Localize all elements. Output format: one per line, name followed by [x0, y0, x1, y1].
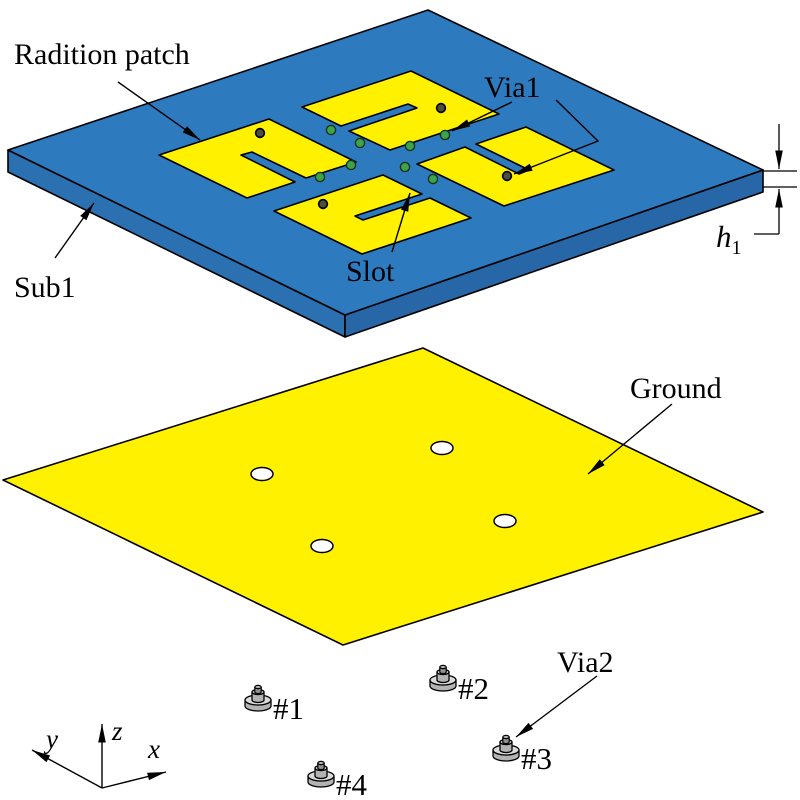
ground-hole: [250, 466, 274, 482]
radiation-patch-top: [301, 70, 500, 151]
ground-hole: [430, 440, 454, 456]
ground-holes: [250, 440, 517, 554]
pin-knob-top: [502, 734, 510, 740]
arrow-via1: [451, 101, 513, 132]
via2-pin: [429, 664, 457, 692]
via1-dot: [439, 129, 451, 141]
via1-dot: [354, 137, 366, 149]
via2-pin: [492, 734, 520, 762]
label-ground: Ground: [630, 372, 722, 405]
patch-feed-via-dot: [254, 127, 266, 139]
ground-hole: [310, 538, 334, 554]
label-axis-x: x: [147, 734, 160, 764]
pin-knob-top: [317, 760, 325, 766]
label-sub1: Sub1: [14, 271, 76, 304]
center-vias: [314, 124, 451, 185]
patch-feed-via-dot: [435, 102, 447, 114]
via1-dot: [314, 171, 326, 183]
via2-pin: [244, 684, 272, 712]
label-slot: Slot: [346, 255, 395, 288]
patch-vias: [254, 102, 513, 210]
arrow-via1-feed: [513, 99, 600, 175]
arrow-ground: [587, 403, 673, 475]
via1-dot: [399, 161, 411, 173]
label-via1: Via1: [484, 71, 541, 104]
sub1-top-face: [7, 9, 764, 316]
pin-number-label: #1: [273, 691, 304, 726]
dimension-h1: h1: [716, 124, 797, 259]
label-radiation-patch: Radition patch: [14, 38, 190, 71]
via2-pins: #1 #2 #3 #4: [244, 664, 552, 800]
arrow-sub1: [54, 202, 95, 259]
label-via2: Via2: [557, 646, 614, 679]
via1-dot: [404, 140, 416, 152]
pin-number-label: #3: [521, 741, 552, 776]
via1-dot: [345, 159, 357, 171]
ground-sheet: [2, 347, 764, 646]
pin-knob-top: [439, 664, 447, 670]
radiation-patch-bottom: [273, 174, 472, 255]
axis-x-line: [101, 771, 167, 789]
radiation-patch-left: [158, 118, 357, 199]
pin-number-label: #4: [336, 767, 368, 800]
ground-hole: [493, 513, 517, 529]
substrate-sub1: [7, 9, 764, 338]
patch-feed-via-dot: [501, 170, 513, 182]
via1-dot: [325, 124, 337, 136]
pin-number-label: #2: [458, 671, 489, 706]
patch-feed-via-dot: [317, 198, 329, 210]
ground-plane: [2, 347, 764, 646]
label-h1: h1: [716, 219, 742, 259]
axis-y-line: [31, 749, 103, 789]
radiation-patch-right: [416, 126, 615, 207]
arrow-via2: [515, 675, 598, 738]
coordinate-axes: z y x: [31, 716, 167, 789]
arrow-slot: [391, 192, 411, 253]
label-axis-z: z: [111, 716, 123, 746]
via2-pin: [307, 760, 335, 788]
pin-knob-top: [254, 684, 262, 690]
via1-dot: [427, 173, 439, 185]
label-axis-y: y: [43, 724, 58, 754]
arrow-radiation-patch: [117, 81, 201, 141]
